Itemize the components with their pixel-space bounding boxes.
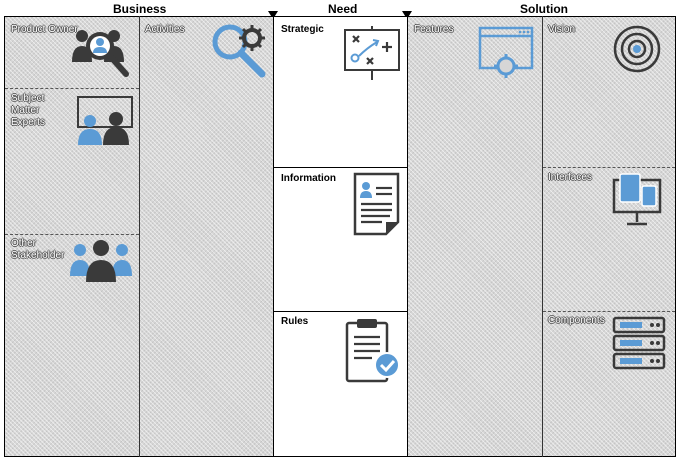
need-right-arrow-icon (402, 11, 412, 19)
sep-business-2 (5, 234, 139, 235)
header-solution: Solution (520, 2, 568, 16)
components-server-stack-icon (612, 316, 666, 370)
activities-gear-search-icon (212, 24, 266, 78)
other-stakeholder-group-icon (70, 240, 132, 282)
divider-need-left (273, 16, 274, 457)
sep-solution-1 (543, 167, 675, 168)
solution-column (408, 17, 675, 456)
label-rules: Rules (281, 316, 309, 327)
strategic-board-icon (344, 26, 400, 80)
features-window-gear-icon (478, 26, 534, 78)
rules-clipboard-check-icon (345, 319, 400, 383)
divider-solution (542, 16, 543, 457)
subject-matter-experts-icon (77, 96, 133, 145)
label-components: Components (548, 315, 605, 326)
product-owner-search-icon (72, 30, 129, 77)
divider-business (139, 16, 140, 457)
label-activities: Activities (145, 24, 185, 35)
interfaces-devices-icon (612, 173, 662, 226)
vision-target-icon (613, 25, 661, 73)
sep-need-1 (273, 167, 408, 168)
divider-need-right (407, 16, 408, 457)
label-features: Features (414, 24, 454, 35)
label-vision: Vision (548, 24, 576, 35)
need-column (273, 17, 408, 456)
sep-solution-2 (543, 311, 675, 312)
label-strategic: Strategic (281, 24, 324, 35)
canvas-frame (4, 16, 676, 457)
label-other-stakeholder: Other Stakeholder (11, 238, 65, 261)
label-subject-matter-experts: Subject Matter Experts (11, 93, 45, 128)
label-product-owner: Product Owner (11, 24, 78, 35)
sep-need-2 (273, 311, 408, 312)
header-business: Business (113, 2, 167, 16)
need-left-arrow-icon (268, 11, 278, 19)
information-document-icon (353, 172, 400, 236)
label-information: Information (281, 173, 336, 184)
label-interfaces: Interfaces (548, 172, 592, 183)
header-need: Need (328, 2, 358, 16)
sep-business-1 (5, 88, 139, 89)
